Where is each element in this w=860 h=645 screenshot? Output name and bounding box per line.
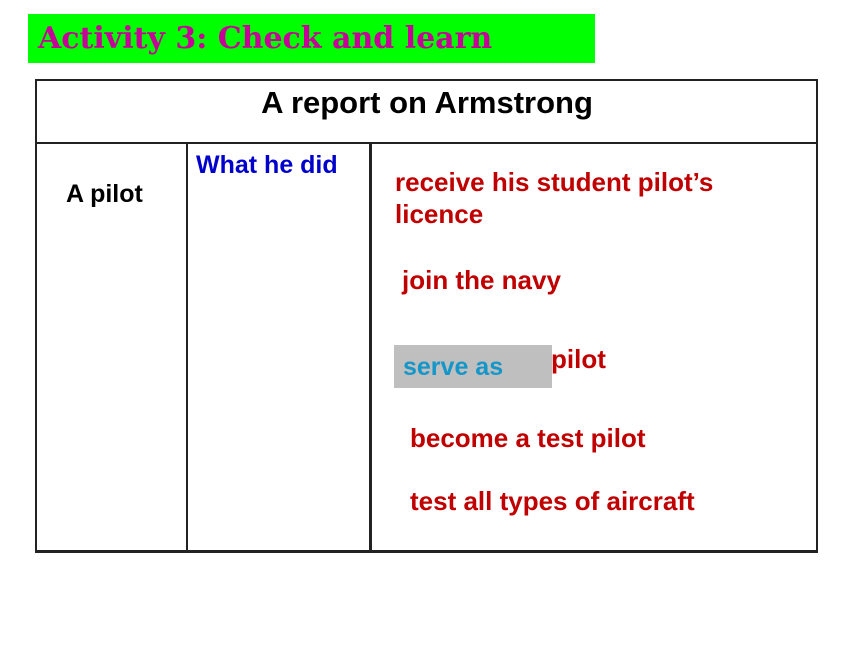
table-divider-col1 — [186, 142, 188, 553]
row-label-pilot: A pilot — [66, 180, 143, 208]
item-serve-pilot: pilot — [551, 344, 606, 374]
table-divider-horizontal — [35, 142, 818, 144]
table-border-top — [35, 79, 818, 81]
table-border-right — [816, 79, 818, 553]
table-divider-col2 — [369, 142, 372, 553]
item-receive-licence-line2: licence — [395, 199, 484, 229]
item-receive-licence-line1: receive his student pilot’s — [395, 167, 714, 197]
activity-title: Activity 3: Check and learn — [38, 21, 493, 56]
item-join-navy: join the navy — [402, 265, 561, 295]
item-test-pilot: become a test pilot — [410, 423, 646, 453]
table-border-bottom — [35, 550, 818, 553]
column-header: What he did — [196, 151, 338, 179]
item-test-aircraft: test all types of aircraft — [410, 486, 695, 516]
answer-blank-text: serve as — [403, 353, 504, 381]
activity-banner: Activity 3: Check and learn — [28, 14, 595, 63]
table-border-left — [35, 79, 37, 553]
answer-blank: serve as — [394, 345, 552, 388]
report-title: A report on Armstrong — [261, 85, 593, 120]
